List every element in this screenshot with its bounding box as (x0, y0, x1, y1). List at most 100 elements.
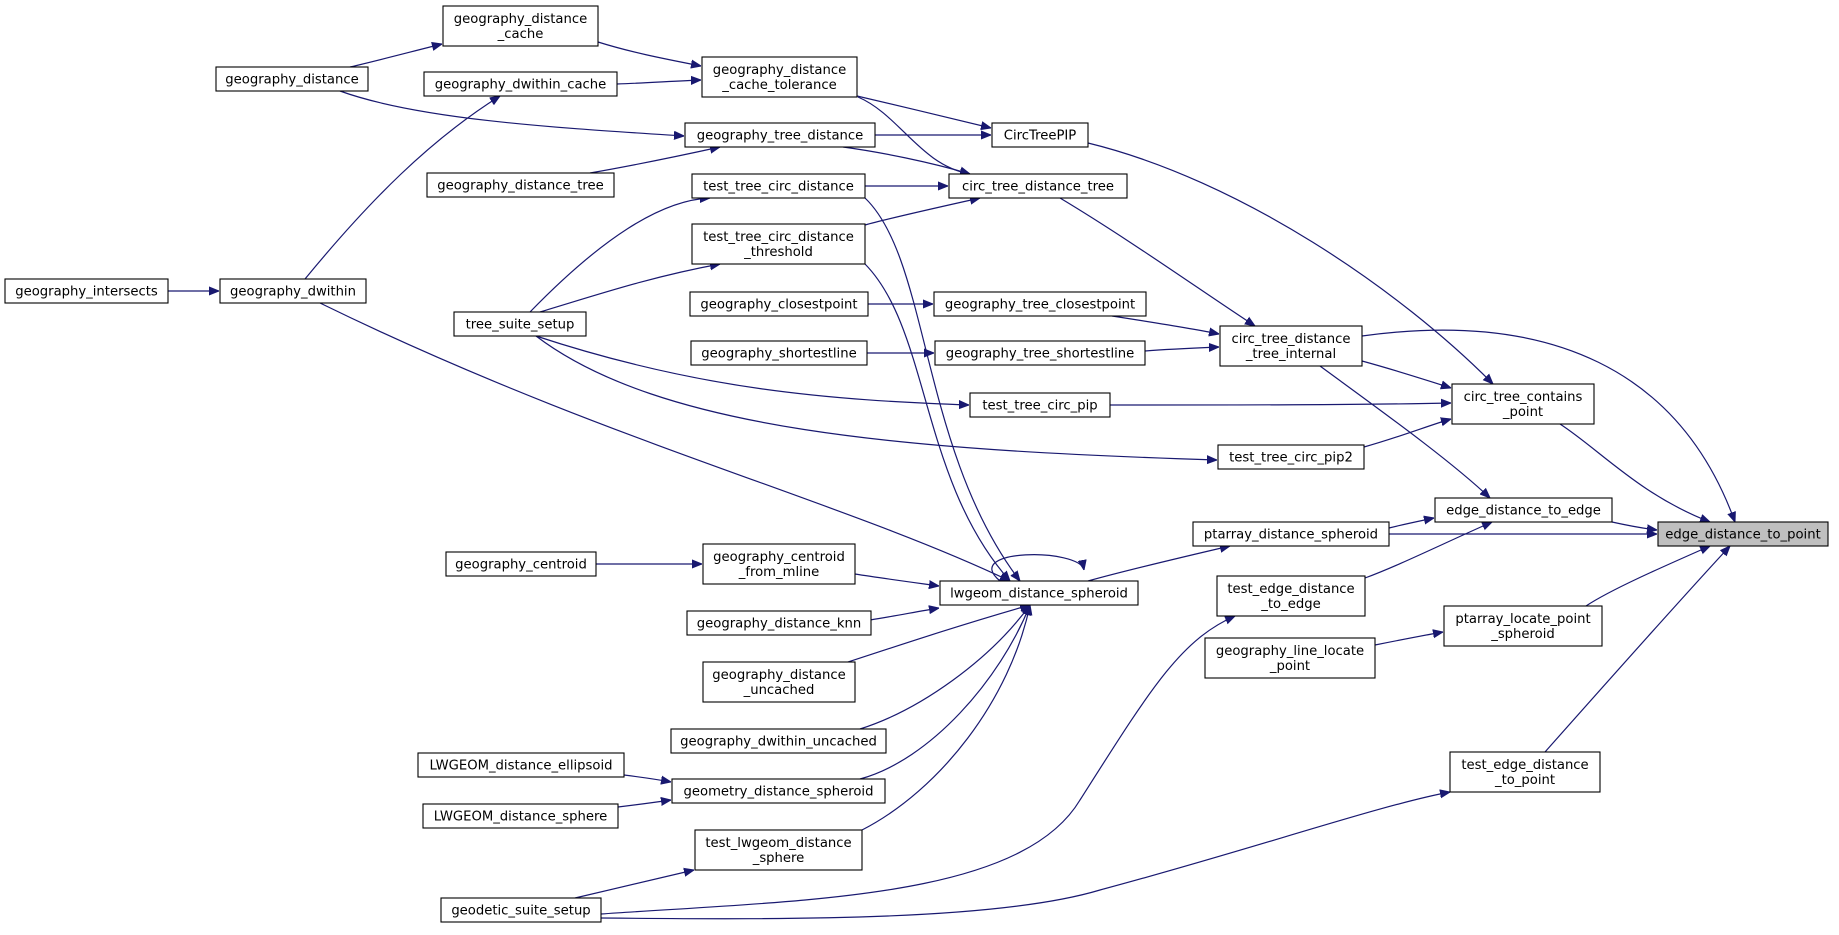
node-geography-tree-distance[interactable]: geography_tree_distance (684, 122, 876, 148)
node-geography-intersects[interactable]: geography_intersects (4, 278, 169, 304)
node-box (1219, 325, 1363, 367)
node-lwgeom-distance-spheroid[interactable]: lwgeom_distance_spheroid (939, 580, 1139, 606)
node-geography-dwithin-uncached[interactable]: geography_dwithin_uncached (670, 728, 887, 754)
node-ptarray-distance-spheroid[interactable]: ptarray_distance_spheroid (1192, 521, 1390, 547)
node-label: _uncached (743, 683, 815, 698)
node-label: test_lwgeom_distance (705, 836, 851, 851)
node-box (215, 66, 369, 92)
edge-line (597, 41, 701, 66)
node-label: _to_edge (1260, 597, 1320, 612)
node-geography-distance-tree[interactable]: geography_distance_tree (426, 172, 615, 198)
node-geography-distance[interactable]: geography_distance (215, 66, 369, 92)
node-label: geography_dwithin (230, 285, 356, 300)
edge-tss-to-ttcpip2 (535, 335, 1217, 460)
node-label: _sphere (752, 851, 805, 866)
node-geography-tree-shortestline[interactable]: geography_tree_shortestline (934, 340, 1146, 366)
node-label: _cache (497, 27, 544, 42)
edge-tss-to-ttcpip (535, 335, 969, 405)
node-geography-shortestline[interactable]: geography_shortestline (690, 340, 868, 366)
node-box (691, 223, 866, 265)
edge-line (304, 96, 500, 280)
edge-line (1087, 546, 1230, 582)
node-box (691, 173, 866, 199)
node-geography-line-locate-point[interactable]: geography_line_locate_point (1204, 637, 1376, 679)
node-ptarray-locate-point-spheroid[interactable]: ptarray_locate_point_spheroid (1443, 605, 1603, 647)
edge-ctdti-to-ed2e (1319, 365, 1490, 498)
edge-gdu-to-lds (844, 605, 1030, 664)
node-label: geography_centroid (455, 558, 587, 573)
node-geography-dwithin[interactable]: geography_dwithin (219, 278, 367, 304)
node-test-tree-circ-distance-threshold[interactable]: test_tree_circ_distance_threshold (691, 223, 866, 265)
node-test-tree-circ-pip[interactable]: test_tree_circ_pip (969, 392, 1111, 418)
node-circ-tree-contains-point[interactable]: circ_tree_contains_point (1451, 383, 1595, 425)
node-box (417, 752, 625, 778)
node-circtreepip[interactable]: CircTreePIP (991, 122, 1089, 148)
edge-line (623, 774, 671, 782)
node-edge-distance-to-edge[interactable]: edge_distance_to_edge (1434, 497, 1613, 523)
edge-tss-to-ttcd (529, 198, 710, 313)
node-lwgeom-distance-sphere[interactable]: LWGEOM_distance_sphere (422, 803, 619, 829)
node-label: LWGEOM_distance_ellipsoid (429, 759, 612, 774)
edge-line (1374, 632, 1443, 646)
node-label: edge_distance_to_edge (1446, 504, 1601, 519)
node-test-lwgeom-distance-sphere[interactable]: test_lwgeom_distance_sphere (694, 829, 863, 871)
node-label: edge_distance_to_point (1665, 528, 1821, 543)
edge-line (600, 615, 1235, 915)
node-label: tree_suite_setup (466, 318, 575, 333)
node-box (686, 610, 872, 636)
node-label: geography_distance (712, 668, 845, 683)
edge-line (991, 554, 1084, 582)
node-box (969, 392, 1111, 418)
node-label: test_edge_distance (1461, 758, 1588, 773)
node-box (939, 580, 1139, 606)
node-geometry-distance-spheroid[interactable]: geometry_distance_spheroid (671, 778, 886, 804)
node-label: lwgeom_distance_spheroid (950, 587, 1128, 602)
node-box (4, 278, 169, 304)
node-test-tree-circ-pip2[interactable]: test_tree_circ_pip2 (1217, 444, 1365, 470)
node-geography-closestpoint[interactable]: geography_closestpoint (689, 291, 869, 317)
edge-gdct-to-circpip (856, 95, 991, 128)
edges-layer (167, 41, 1735, 920)
edge-line (574, 870, 694, 899)
node-geography-distance-uncached[interactable]: geography_distance_uncached (702, 661, 856, 703)
edge-line (349, 44, 442, 68)
node-box (1192, 521, 1390, 547)
node-geography-distance-cache[interactable]: geography_distance_cache (442, 5, 599, 47)
node-edge-distance-to-point[interactable]: edge_distance_to_point (1657, 521, 1829, 547)
node-circ-tree-distance-tree[interactable]: circ_tree_distance_tree (948, 173, 1128, 199)
node-box (671, 778, 886, 804)
node-label: geography_line_locate (1216, 644, 1364, 659)
node-box (1451, 383, 1595, 425)
node-label: _spheroid (1490, 627, 1555, 642)
node-circ-tree-distance-tree-internal[interactable]: circ_tree_distance_tree_internal (1219, 325, 1363, 367)
node-label: test_tree_circ_distance (703, 230, 854, 245)
edge-gtcp-to-ctdti (1111, 315, 1219, 334)
edge-gdwc-to-gdct (616, 80, 701, 84)
node-geography-distance-cache-tolerance[interactable]: geography_distance_cache_tolerance (701, 56, 858, 98)
edge-gdtree-to-gtd (589, 147, 720, 174)
edge-ctdti-to-root (1361, 329, 1735, 522)
edge-tlds-to-lds (861, 605, 1030, 831)
edge-gtsl-to-ctdti (1144, 347, 1219, 351)
node-geography-dwithin-cache[interactable]: geography_dwithin_cache (423, 71, 618, 97)
node-tree-suite-setup[interactable]: tree_suite_setup (453, 311, 587, 337)
node-label: geodetic_suite_setup (451, 904, 590, 919)
node-test-tree-circ-distance[interactable]: test_tree_circ_distance (691, 173, 866, 199)
node-geography-distance-knn[interactable]: geography_distance_knn (686, 610, 872, 636)
node-lwgeom-distance-ellipsoid[interactable]: LWGEOM_distance_ellipsoid (417, 752, 625, 778)
node-geography-centroid-from-mline[interactable]: geography_centroid_from_mline (702, 543, 856, 585)
node-geodetic-suite-setup[interactable]: geodetic_suite_setup (440, 897, 602, 923)
node-box (1443, 605, 1603, 647)
edge-line (339, 90, 684, 136)
edge-ttcdt-to-ctdt (864, 198, 980, 226)
node-label: test_edge_distance (1227, 582, 1354, 597)
node-test-edge-distance-to-edge[interactable]: test_edge_distance_to_edge (1216, 575, 1366, 617)
node-test-edge-distance-to-point[interactable]: test_edge_distance_to_point (1449, 751, 1601, 793)
node-label: _tree_internal (1245, 347, 1336, 362)
node-box (670, 728, 887, 754)
node-box (702, 661, 856, 703)
node-geography-centroid[interactable]: geography_centroid (445, 551, 597, 577)
edge-line (1319, 365, 1490, 498)
node-geography-tree-closestpoint[interactable]: geography_tree_closestpoint (933, 291, 1147, 317)
node-label: test_tree_circ_pip (982, 399, 1097, 414)
